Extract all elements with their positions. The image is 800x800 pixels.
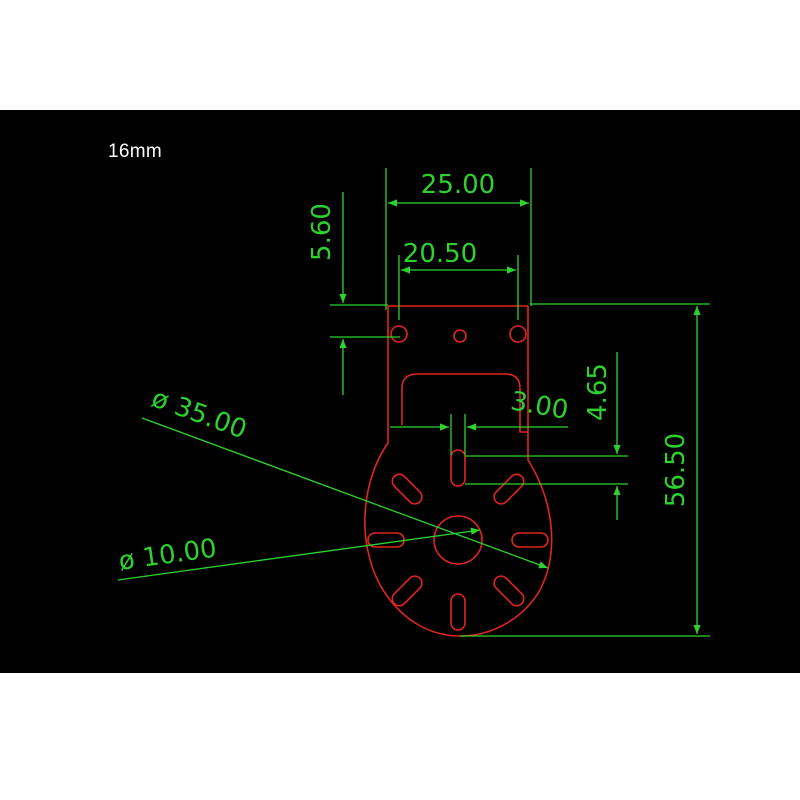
radial-slot (511, 532, 549, 548)
dimension-labels: 25.00 20.50 5.60 3.00 4.65 56.50 ø 35.00… (117, 170, 691, 577)
dim-width-top-label: 25.00 (421, 170, 495, 200)
radial-slot (391, 575, 423, 607)
dim-slot-offset-label: 4.65 (583, 363, 613, 421)
motor-mount-outline (364, 305, 553, 637)
radial-slot (450, 449, 466, 487)
bracket-left-edge (364, 306, 553, 637)
size-caption: 16mm (108, 141, 162, 162)
dim-outer-diameter-leader (141, 417, 549, 569)
dim-slot-width-label: 3.00 (508, 386, 570, 426)
mount-hole-right (509, 325, 527, 343)
radial-slots (367, 449, 549, 631)
mount-hole-left (390, 325, 408, 343)
radial-slot (493, 575, 525, 607)
radial-slot (391, 473, 423, 505)
mount-hole-center (453, 329, 467, 343)
radial-slot (493, 473, 525, 505)
inner-cutout (401, 373, 528, 433)
dim-bore-diameter-leader (117, 527, 481, 581)
dimension-lines (117, 168, 710, 637)
dim-outer-diameter-label: ø 35.00 (148, 383, 251, 445)
dim-height-label: 56.50 (661, 433, 691, 507)
dim-hole-spacing-label: 20.50 (403, 239, 477, 269)
dim-bore-diameter-label: ø 10.00 (117, 534, 219, 577)
dim-thickness-label: 5.60 (307, 203, 337, 261)
radial-slot (450, 593, 466, 631)
center-bore (433, 515, 483, 565)
